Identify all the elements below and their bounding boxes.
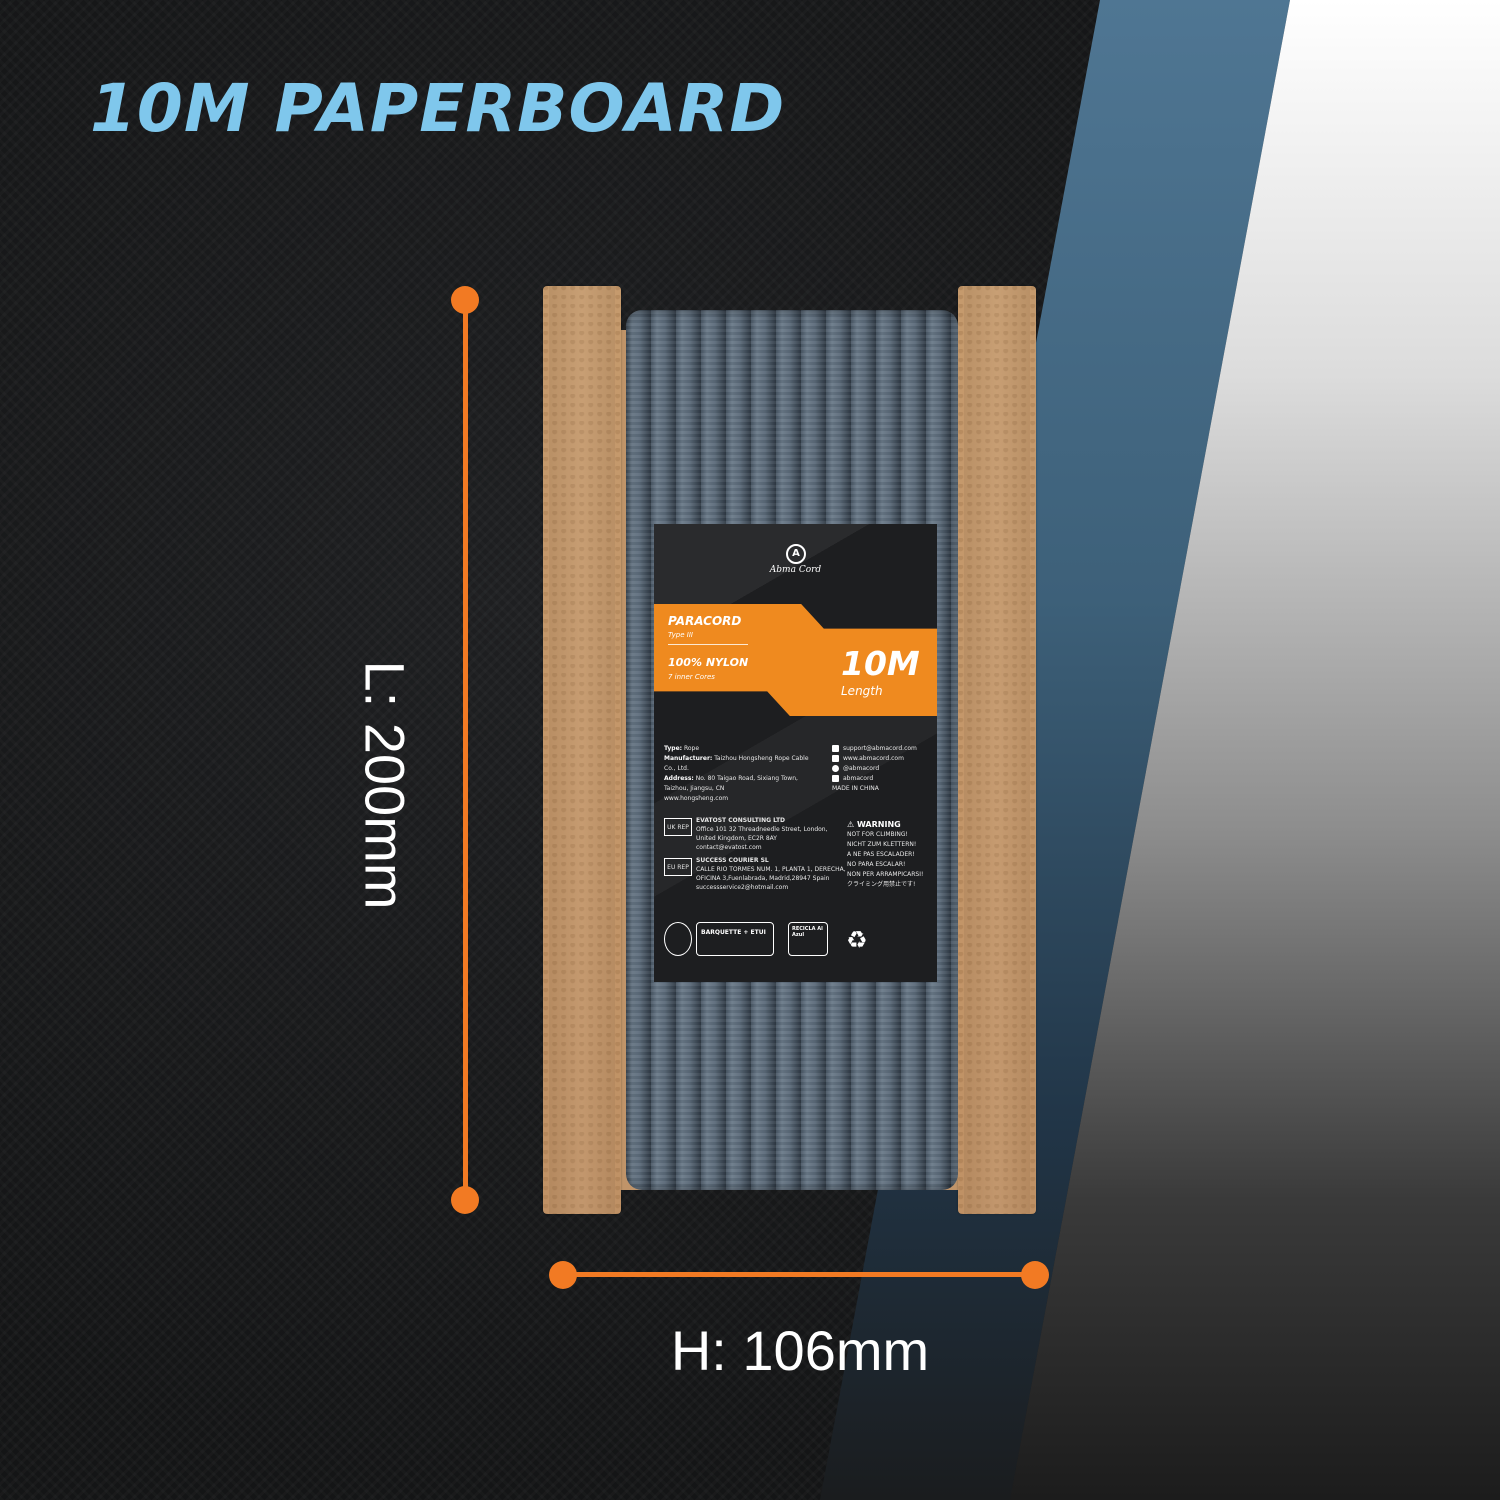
- facebook-icon: [832, 765, 839, 772]
- paperboard-right-flange: [958, 286, 1036, 1214]
- manufacturer-info: Type: Rope Manufacturer: Taizhou Hongshe…: [664, 744, 814, 804]
- brand-name: Abma Cord: [769, 565, 822, 575]
- page-title: 10M PAPERBOARD: [90, 70, 786, 147]
- height-dimension-label: H: 106mm: [670, 1319, 930, 1382]
- home-icon: [832, 755, 839, 762]
- tidyman-icon: [664, 922, 692, 956]
- length-dimension-label: L: 200mm: [353, 660, 417, 910]
- product-cores: 7 inner Cores: [668, 673, 715, 681]
- uk-rep-address: Office 101 32 Threadneedle Street, Londo…: [696, 826, 828, 842]
- product-label: A Abma Cord PARACORD Type III 100% NYLON…: [654, 524, 937, 982]
- info-row: www.hongsheng.com: [664, 795, 729, 802]
- warning-line: クライミング用禁止です!: [847, 881, 916, 888]
- made-in: MADE IN CHINA: [832, 785, 879, 792]
- paperboard-left-flange: [543, 286, 621, 1214]
- eu-rep-address: CALLE RIO TORMES NUM. 1, PLANTA 1, DEREC…: [696, 866, 846, 882]
- warning-line: NO PARA ESCALAR!: [847, 861, 906, 868]
- warning-icon: ⚠: [847, 820, 855, 829]
- product-length-caption: Length: [841, 684, 883, 698]
- product-name: PARACORD: [668, 614, 742, 628]
- email-icon: [832, 745, 839, 752]
- length-dimension-top-dot: [451, 286, 479, 314]
- eu-rep-contact: successservice2@hotmail.com: [696, 884, 789, 891]
- warning-block: ⚠ WARNING NOT FOR CLIMBING! NICHT ZUM KL…: [847, 820, 937, 890]
- height-dimension-line: [561, 1272, 1035, 1277]
- height-dimension-left-dot: [549, 1261, 577, 1289]
- eu-rep-block: EU REP SUCCESS COURIER SL CALLE RIO TORM…: [664, 856, 934, 892]
- brand-logo-icon: A: [786, 544, 806, 564]
- warning-line: NOT FOR CLIMBING!: [847, 831, 908, 838]
- eu-rep-tag: EU REP: [664, 858, 692, 876]
- chat-icon: [832, 775, 839, 782]
- height-dimension-right-dot: [1021, 1261, 1049, 1289]
- uk-rep-block: UK REP EVATOST CONSULTING LTD Office 101…: [664, 816, 934, 852]
- info-row: Manufacturer: Taizhou Hongsheng Rope Cab…: [664, 755, 809, 772]
- uk-rep-contact: contact@evatost.com: [696, 844, 762, 851]
- info-row: Type: Rope: [664, 745, 700, 752]
- length-dimension-line: [463, 300, 468, 1200]
- contact-info: support@abmacord.com www.abmacord.com @a…: [832, 744, 932, 794]
- triman-barquette-icon: BARQUETTE + ETUI: [696, 922, 774, 956]
- product-material: 100% NYLON: [668, 656, 749, 669]
- length-dimension-bottom-dot: [451, 1186, 479, 1214]
- product-type: Type III: [668, 631, 693, 639]
- uk-rep-name: EVATOST CONSULTING LTD: [696, 817, 786, 824]
- uk-rep-tag: UK REP: [664, 818, 692, 836]
- contact-row: support@abmacord.com: [832, 744, 932, 754]
- warning-line: NON PER ARRAMPICARSI!: [847, 871, 924, 878]
- recicla-icon: RECICLA Al Azul: [788, 922, 828, 956]
- contact-row: @abmacord: [832, 764, 932, 774]
- info-row: Address: No. 80 Taigao Road, Sixiang Tow…: [664, 775, 798, 792]
- product-length-value: 10M: [841, 644, 920, 683]
- warning-line: A NE PAS ESCALADER!: [847, 851, 915, 858]
- contact-row: abmacord: [832, 774, 932, 784]
- contact-row: www.abmacord.com: [832, 754, 932, 764]
- recycle-icon: ♻: [846, 926, 868, 954]
- warning-line: NICHT ZUM KLETTERN!: [847, 841, 917, 848]
- label-divider: [668, 644, 748, 645]
- eu-rep-name: SUCCESS COURIER SL: [696, 857, 769, 864]
